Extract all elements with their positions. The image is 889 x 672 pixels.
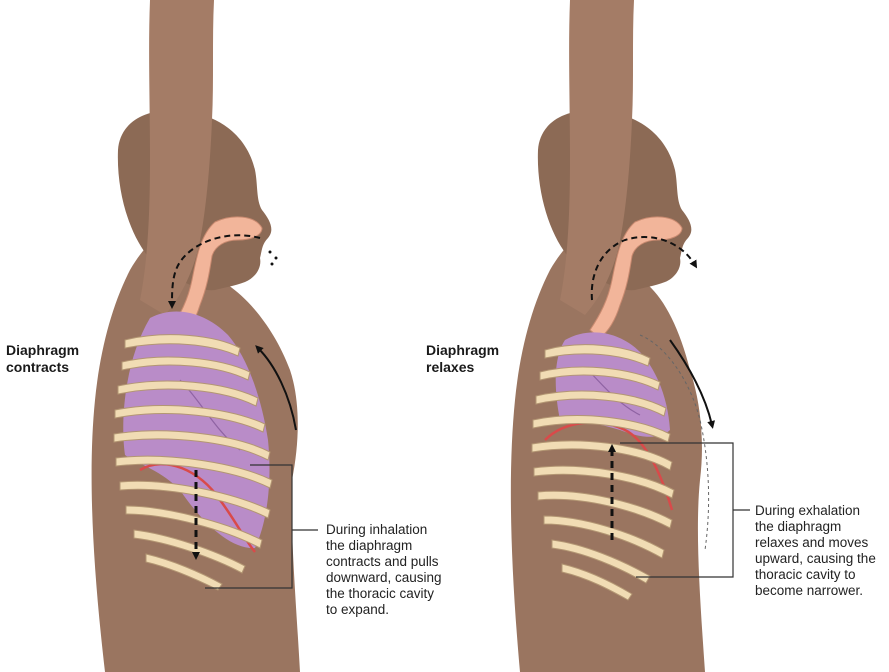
rib-cage [113,334,273,591]
inhalation-state-label: Diaphragm contracts [6,342,79,376]
raised-arm [140,0,214,315]
breath-dots [268,250,278,266]
exhalation-state-label: Diaphragm relaxes [426,342,499,376]
caption-line: downward, causing [326,570,442,585]
inhalation-figure [91,0,318,672]
airflow-arrow [168,234,261,309]
state-label-line: contracts [6,359,70,375]
caption-line: relaxes and moves [755,535,869,550]
chest-contraction-arrow [669,339,715,429]
caption-line: the diaphragm [755,519,842,534]
state-label-line: Diaphragm [6,342,80,358]
caption-line: the diaphragm [326,538,413,553]
state-label-line: relaxes [426,359,475,375]
chest-expansion-arrow [255,345,297,431]
rib-cage [531,344,675,601]
caption-line: contracts and pulls [326,554,439,569]
airflow-arrow [590,236,698,301]
airway [589,216,683,339]
caption-bracket [205,464,293,589]
caption-line: thoracic cavity to [755,567,856,582]
caption-line: During inhalation [326,522,428,537]
airway [169,216,263,339]
exhalation-caption: During exhalation the diaphragm relaxes … [755,503,876,599]
diaphragm [544,421,674,511]
exhalation-figure [510,0,750,672]
raised-arm [560,0,634,315]
caption-line: to expand. [326,602,390,617]
caption-line: become narrower. [755,583,864,598]
caption-line: During exhalation [755,503,861,518]
caption-line: the thoracic cavity [326,586,435,601]
state-label-line: Diaphragm [426,342,500,358]
inhalation-caption: During inhalation the diaphragm contract… [326,522,442,618]
caption-line: upward, causing the [755,551,876,566]
